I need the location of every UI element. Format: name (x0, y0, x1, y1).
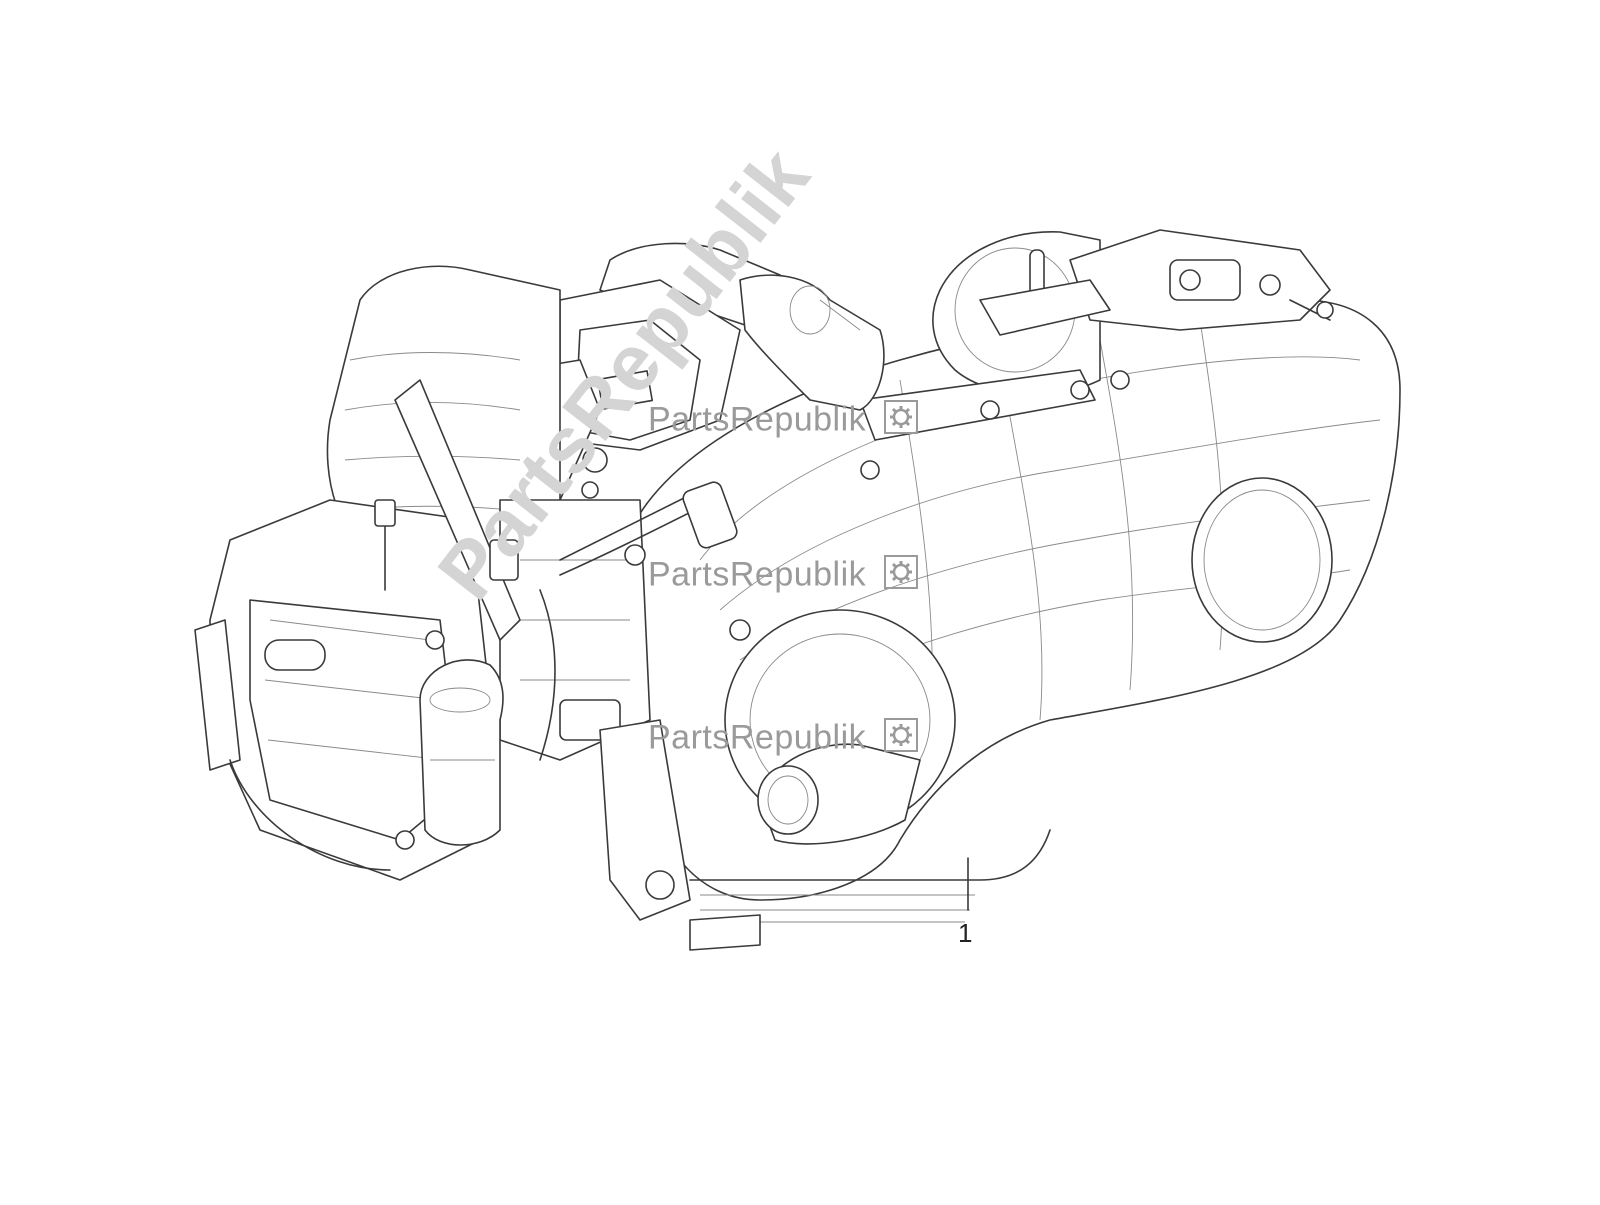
swing-arm (859, 279, 1130, 480)
callout-1-label: 1 (958, 918, 973, 948)
intake-tube (599, 242, 885, 411)
watermark-2: PartsRepublik (648, 555, 919, 598)
gear-icon (884, 718, 919, 761)
gear-icon (884, 555, 919, 598)
watermark-3: PartsRepublik (648, 718, 919, 761)
cylinder-block (326, 265, 761, 951)
gear-icon (884, 400, 919, 443)
variator-cover (617, 299, 1401, 923)
watermark-3-text: PartsRepublik (648, 718, 867, 757)
watermark-1: PartsRepublik (648, 400, 919, 443)
watermark-2-text: PartsRepublik (648, 555, 867, 594)
oil-filter-canister (419, 659, 504, 846)
hoses-and-cables (374, 379, 738, 761)
cylinder-head (194, 499, 491, 881)
watermark-1-text: PartsRepublik (648, 400, 867, 439)
